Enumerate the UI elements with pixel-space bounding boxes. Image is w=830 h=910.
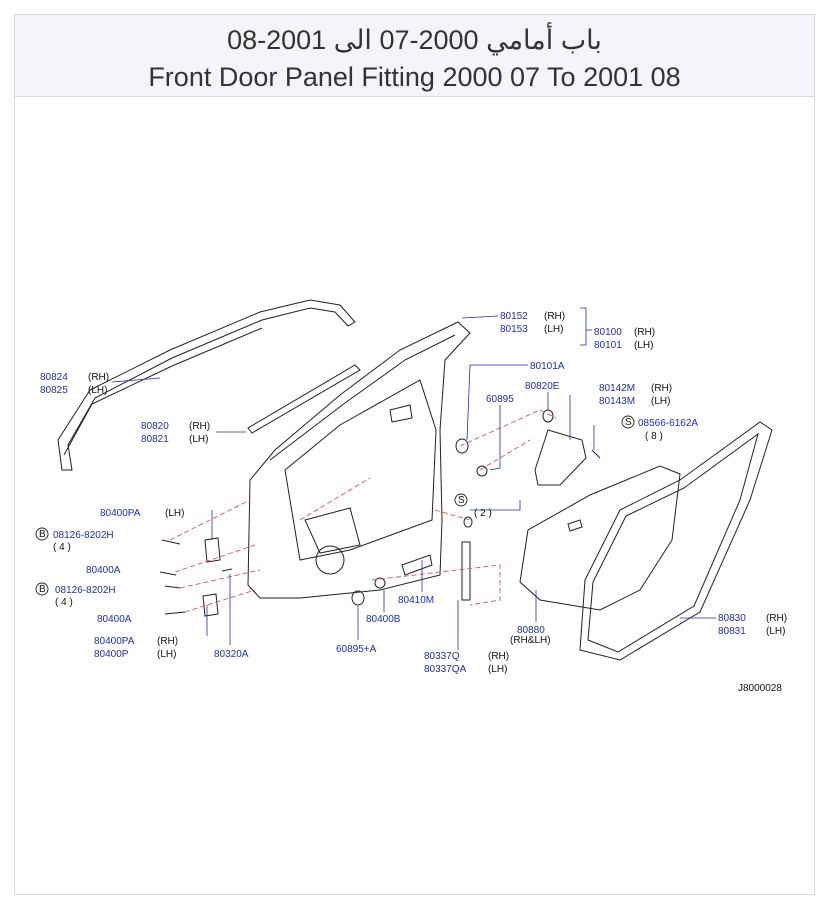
title-english: Front Door Panel Fitting 2000 07 To 2001… xyxy=(148,62,681,92)
belt-moulding xyxy=(247,364,361,434)
label-qty: ( 2 ) xyxy=(474,508,492,519)
label-80337QA: 80337QA xyxy=(424,664,467,675)
diagram-code: J8000028 xyxy=(738,683,782,694)
label-lh: (LH) xyxy=(189,434,208,445)
b-circle-1 xyxy=(35,527,49,541)
diagram-frame: باب أمامي 2000-07 الى 2001-08 Front Door… xyxy=(14,14,815,895)
upper-hinge xyxy=(204,537,221,563)
label-s: S xyxy=(458,495,465,506)
label-80400A-1: 80400A xyxy=(86,565,121,576)
label-80400PA: 80400PA xyxy=(94,636,135,647)
label-08126-8202H-1: 08126-8202H xyxy=(53,530,114,541)
label-08126-8202H-2: 08126-8202H xyxy=(55,585,116,596)
door-check xyxy=(401,554,433,576)
label-80400A-2: 80400A xyxy=(97,614,132,625)
label-80337Q: 80337Q xyxy=(424,651,460,662)
label-60895: 60895 xyxy=(486,394,514,405)
label-80101: 80101 xyxy=(594,340,622,351)
label-80400B: 80400B xyxy=(366,614,401,625)
mirror-patch xyxy=(534,429,587,486)
label-rh-lh: (RH&LH) xyxy=(510,635,551,646)
label-80410M: 80410M xyxy=(398,595,434,606)
label-rh: (RH) xyxy=(88,372,109,383)
label-80830: 80830 xyxy=(718,613,746,624)
label-08566-6162A: 08566-6162A xyxy=(638,418,698,429)
label-80152: 80152 xyxy=(500,311,528,322)
label-qty: ( 4 ) xyxy=(55,597,73,608)
title-arabic: باب أمامي 2000-07 الى 2001-08 xyxy=(227,25,602,55)
label-lh: (LH) xyxy=(488,664,507,675)
label-80400PA-top: 80400PA xyxy=(100,508,141,519)
label-80821: 80821 xyxy=(141,434,169,445)
label-lh: (LH) xyxy=(157,649,176,660)
b-circle-2 xyxy=(35,582,49,596)
part-labels: 80152 (RH) 80153 (LH) 80100 (RH) 80101 (… xyxy=(39,311,787,694)
label-80820: 80820 xyxy=(141,421,169,432)
label-80831: 80831 xyxy=(718,626,746,637)
label-lh: (LH) xyxy=(544,324,563,335)
label-lh: (LH) xyxy=(766,626,785,637)
label-80153: 80153 xyxy=(500,324,528,335)
label-80880: 80880 xyxy=(517,625,545,636)
label-80142M: 80142M xyxy=(599,383,635,394)
label-s: S xyxy=(625,417,632,428)
lower-hinge xyxy=(202,593,219,617)
label-60895A: 60895+A xyxy=(336,644,377,655)
label-b: B xyxy=(39,584,46,595)
label-lh: (LH) xyxy=(165,508,184,519)
s-circle-2 xyxy=(454,493,468,507)
label-80320A: 80320A xyxy=(214,649,249,660)
label-80101A: 80101A xyxy=(530,361,565,372)
label-80820E: 80820E xyxy=(525,381,560,392)
door-frame xyxy=(247,321,471,599)
label-lh: (LH) xyxy=(634,340,653,351)
label-80824: 80824 xyxy=(40,372,68,383)
label-lh: (LH) xyxy=(88,385,107,396)
label-qty: ( 8 ) xyxy=(645,431,663,442)
title-header: باب أمامي 2000-07 الى 2001-08 Front Door… xyxy=(15,15,814,97)
label-rh: (RH) xyxy=(651,383,672,394)
label-b: B xyxy=(39,529,46,540)
rear-sash xyxy=(461,541,471,601)
outer-weatherstrip xyxy=(57,299,356,471)
door-sealing-screen xyxy=(519,465,681,611)
label-lh: (LH) xyxy=(651,396,670,407)
label-80825: 80825 xyxy=(40,385,68,396)
label-rh: (RH) xyxy=(488,651,509,662)
label-qty: ( 4 ) xyxy=(53,542,71,553)
label-80143M: 80143M xyxy=(599,396,635,407)
label-rh: (RH) xyxy=(766,613,787,624)
label-rh: (RH) xyxy=(157,636,178,647)
label-rh: (RH) xyxy=(634,327,655,338)
label-80100: 80100 xyxy=(594,327,622,338)
label-80400P: 80400P xyxy=(94,649,129,660)
label-rh: (RH) xyxy=(189,421,210,432)
s-circle-1 xyxy=(621,415,635,429)
label-rh: (RH) xyxy=(544,311,565,322)
door-weatherstrip xyxy=(579,421,773,661)
parts-drawing xyxy=(35,299,773,661)
